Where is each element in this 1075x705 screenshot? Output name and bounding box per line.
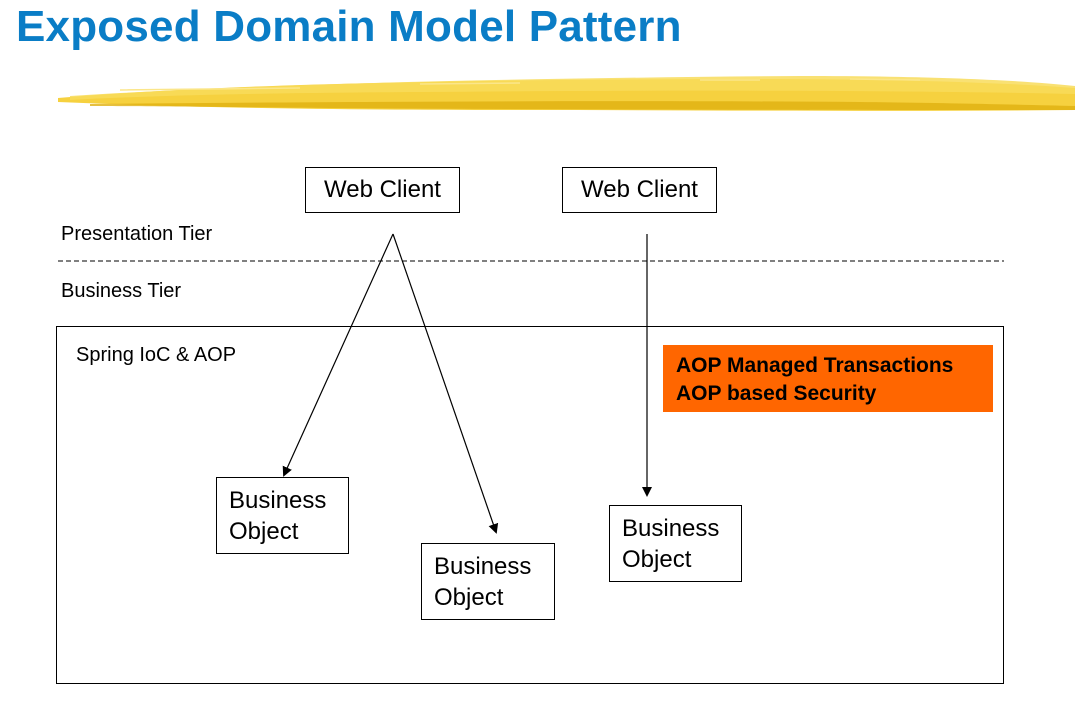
- aop-transactions-label: AOP Managed Transactions: [676, 354, 954, 377]
- business-object-box-3: Business Object: [609, 505, 742, 582]
- spring-container-label: Spring IoC & AOP: [76, 344, 237, 366]
- web-client-box-1: Web Client: [305, 167, 460, 213]
- aop-security-label: AOP based Security: [676, 382, 877, 405]
- arrow-client1-to-object2: [392, 233, 499, 534]
- slide-title: Exposed Domain Model Pattern: [16, 2, 682, 51]
- business-object-box-2: Business Object: [421, 543, 555, 620]
- presentation-tier-label: Presentation Tier: [61, 223, 213, 245]
- business-object-box-1: Business Object: [216, 477, 349, 554]
- aop-services-box: AOP Managed Transactions AOP based Secur…: [663, 345, 993, 412]
- highlighter-stroke: [58, 76, 1075, 111]
- web-client-box-2: Web Client: [562, 167, 717, 213]
- spring-container: Spring IoC & AOP: [56, 326, 1004, 684]
- business-tier-label: Business Tier: [61, 280, 182, 302]
- arrow-client1-to-object1: [282, 233, 394, 477]
